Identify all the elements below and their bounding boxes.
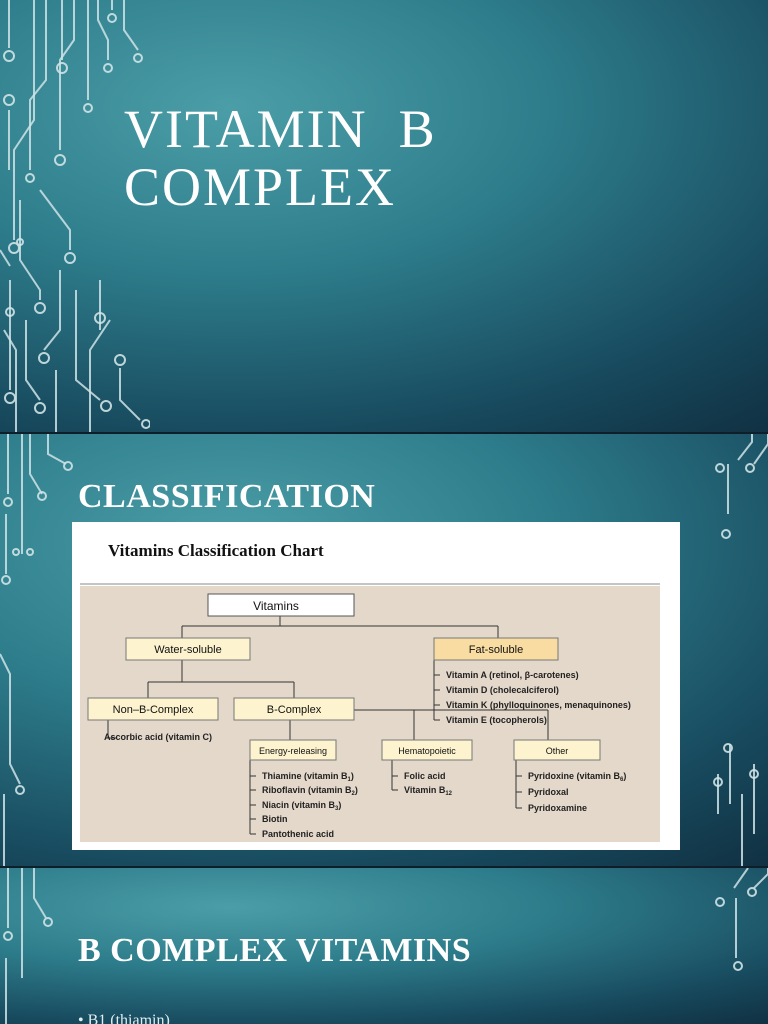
fat-item-1: Vitamin A (retinol, β-carotenes): [446, 670, 579, 680]
slide-b-complex-vitamins: B COMPLEX VITAMINS • B1 (thiamin): [0, 868, 768, 1024]
box-other-label: Other: [546, 746, 569, 756]
fat-item-3: Vitamin K (phylloquinones, menaquinones): [446, 700, 631, 710]
box-water-soluble-label: Water-soluble: [154, 644, 221, 656]
title-line-1: VITAMIN B: [124, 99, 437, 159]
box-b-complex-label: B-Complex: [267, 704, 322, 716]
classification-chart: Vitamins Classification Chart: [80, 541, 660, 842]
other-item-1: Pyridoxine (vitamin B6): [528, 771, 626, 783]
bullet-item-b1: • B1 (thiamin): [78, 1012, 170, 1024]
b-complex-heading: B COMPLEX VITAMINS: [78, 932, 472, 969]
chart-connectors: [107, 616, 549, 835]
non-b-item: Ascorbic acid (vitamin C): [104, 732, 212, 742]
energy-item-5: Pantothenic acid: [262, 829, 334, 839]
box-energy-releasing: [249, 739, 337, 761]
hema-item-2: Vitamin B12: [404, 785, 453, 797]
slide-classification: CLASSIFICATION Vitamins Classification C…: [0, 434, 768, 866]
other-item-2: Pyridoxal: [528, 787, 569, 797]
box-fat-soluble: [433, 637, 559, 661]
classification-heading: CLASSIFICATION: [78, 478, 376, 515]
other-item-3: Pyridoxamine: [528, 803, 587, 813]
slide-title: VITAMIN B COMPLEX: [0, 0, 768, 432]
box-b-complex: [233, 697, 355, 721]
box-vitamins: [207, 593, 355, 617]
circuit-decoration-left: [3, 868, 53, 1024]
box-non-b-complex: [87, 697, 219, 721]
box-water-soluble: [125, 637, 251, 661]
circuit-decoration-right: [715, 868, 768, 971]
fat-item-2: Vitamin D (cholecalciferol): [446, 685, 559, 695]
box-hematopoietic: [381, 739, 473, 761]
chart-title: Vitamins Classification Chart: [108, 541, 324, 560]
classification-chart-image: Vitamins Classification Chart: [72, 522, 680, 850]
slide-title-text: VITAMIN B COMPLEX: [124, 100, 437, 216]
energy-item-3: Niacin (vitamin B3): [262, 800, 341, 812]
circuit-decoration-right: [713, 434, 768, 866]
box-hematopoietic-label: Hematopoietic: [398, 746, 456, 756]
box-vitamins-label: Vitamins: [253, 599, 299, 613]
box-non-b-complex-label: Non–B-Complex: [113, 704, 194, 716]
energy-item-2: Riboflavin (vitamin B2): [262, 785, 358, 797]
energy-item-1: Thiamine (vitamin B1): [262, 771, 354, 783]
hema-item-1: Folic acid: [404, 771, 446, 781]
box-other: [513, 739, 601, 761]
fat-item-4: Vitamin E (tocopherols): [446, 715, 547, 725]
title-line-2: COMPLEX: [124, 157, 397, 217]
box-energy-releasing-label: Energy-releasing: [259, 746, 327, 756]
circuit-decoration-left: [0, 434, 73, 866]
box-fat-soluble-label: Fat-soluble: [469, 644, 523, 656]
energy-item-4: Biotin: [262, 814, 288, 824]
